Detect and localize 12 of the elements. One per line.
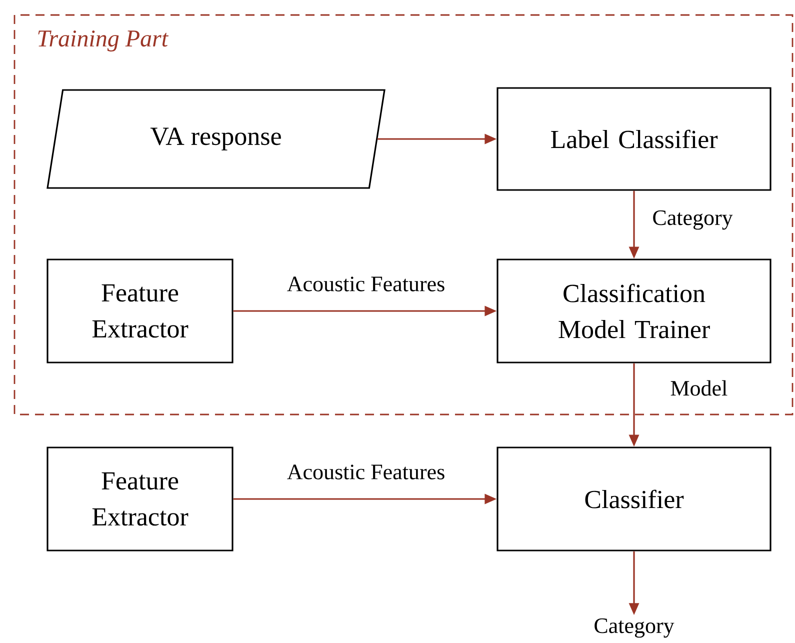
process-box: Classification Model Trainer bbox=[496, 258, 772, 364]
data-parallelogram: VA response bbox=[46, 89, 386, 189]
process-box: Feature Extractor bbox=[46, 446, 234, 552]
output-label: Category bbox=[594, 618, 674, 638]
process-box: Label Classifier bbox=[496, 87, 772, 191]
edge-label: Acoustic Features bbox=[284, 462, 448, 482]
edge-label: Category bbox=[650, 208, 735, 232]
process-box: Feature Extractor bbox=[46, 258, 234, 364]
region-heading: Training Part bbox=[38, 30, 169, 52]
edge-label: Model bbox=[668, 378, 730, 398]
edge-label: Acoustic Features bbox=[284, 274, 448, 294]
process-box: Classifier bbox=[496, 446, 772, 552]
